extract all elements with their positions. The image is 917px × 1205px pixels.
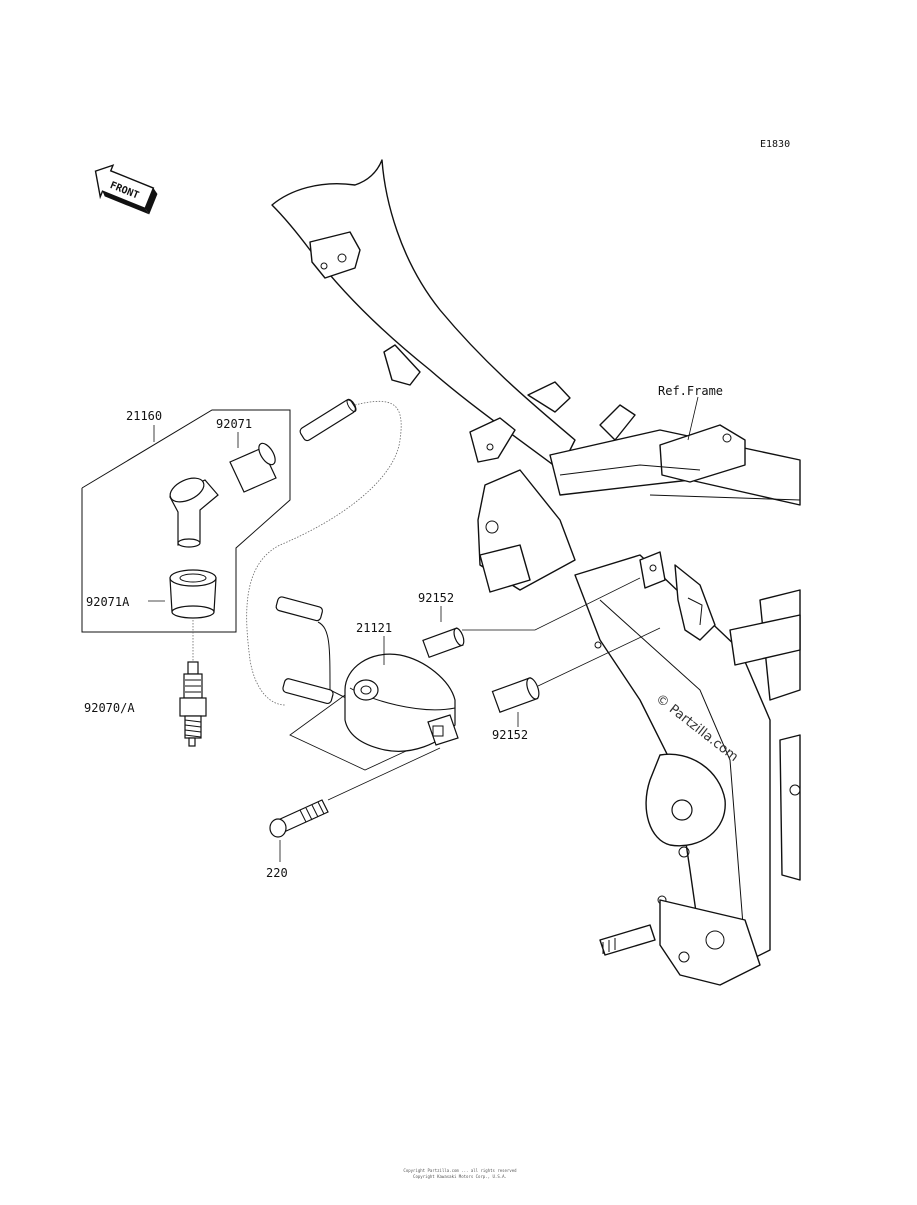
callout-92071A: 92071A [86, 595, 130, 609]
spark-plug-cap-group [81, 398, 402, 747]
spacer-top [422, 627, 465, 659]
front-arrow-icon: FRONT [94, 164, 158, 215]
callout-21121: 21121 [356, 621, 392, 635]
footer-line-1: Copyright Partzilla.com ... all rights r… [403, 1168, 517, 1173]
callout-92071: 92071 [216, 417, 252, 431]
bolt-220 [269, 747, 441, 862]
callout-92152-bottom: 92152 [492, 728, 528, 742]
callout-220: 220 [266, 866, 288, 880]
footer-line-2: Copyright Kawasaki Motors Corp., U.S.A. [413, 1174, 507, 1179]
callout-92070A: 92070/A [84, 701, 135, 715]
ignition-coil-group [275, 596, 459, 771]
ref-frame-label: Ref.Frame [658, 384, 723, 398]
callout-21160: 21160 [126, 409, 162, 423]
callout-92152-top: 92152 [418, 591, 454, 605]
spacer-bottom [491, 677, 540, 713]
spark-plug [179, 661, 207, 747]
diagram-code: E1830 [760, 139, 790, 150]
frame-assembly [271, 159, 801, 986]
